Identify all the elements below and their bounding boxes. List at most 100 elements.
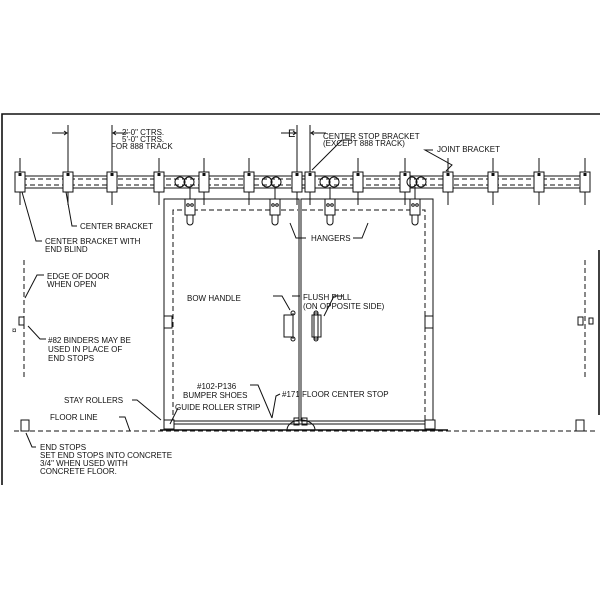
track-bracket — [533, 171, 545, 193]
joint-bracket-label: JOINT BRACKET — [437, 145, 500, 154]
binders-label-3: END STOPS — [48, 354, 94, 363]
track-bracket — [442, 171, 454, 193]
hanger-bolt — [271, 203, 275, 207]
binder-symbol-left: ¤ — [12, 326, 17, 335]
bow-handle — [283, 310, 296, 342]
hanger-bolt — [275, 203, 279, 207]
spacing-label-3: FOR 888 TRACK — [111, 142, 173, 151]
track-bracket — [153, 171, 165, 193]
end-stop-right — [575, 419, 585, 432]
center-stop-label-1: CENTER STOP BRACKET — [323, 132, 420, 141]
bracket-bolt — [66, 173, 70, 176]
flush-pull-label-2: (ON OPPOSITE SIDE) — [303, 302, 385, 311]
hanger-bolt — [190, 203, 194, 207]
hanger-bolt — [411, 203, 415, 207]
bracket-bolt — [583, 173, 587, 176]
bracket-bolt — [446, 173, 450, 176]
bracket-bolt — [491, 173, 495, 176]
bracket-bolt — [403, 173, 407, 176]
door-right — [300, 198, 434, 422]
door-left — [163, 198, 300, 422]
stay-roller-left — [163, 419, 175, 430]
end-stops-label-1: END STOPS — [40, 443, 86, 452]
door-binder-right — [424, 315, 434, 329]
bumper-label-2: BUMPER SHOES — [183, 391, 247, 400]
binders-label-2: USED IN PLACE OF — [48, 345, 122, 354]
track-bracket — [487, 171, 499, 193]
hangers — [184, 187, 421, 226]
binder-left — [18, 316, 25, 326]
track-bracket — [198, 171, 210, 193]
bracket-bolt — [18, 173, 22, 176]
roller-wheel — [261, 176, 273, 188]
hanger-plate — [409, 198, 421, 216]
track-bracket — [243, 171, 255, 193]
track-bracket — [579, 171, 591, 193]
hanger-tab — [411, 215, 419, 226]
bracket-bolt — [537, 173, 541, 176]
track-bracket — [14, 171, 26, 193]
binder-symbol-right — [588, 317, 594, 325]
bracket-bolt — [295, 173, 299, 176]
drawing-frame — [1, 113, 600, 485]
hanger-tab — [186, 215, 194, 226]
dimension-lines — [52, 125, 326, 170]
bracket-bolt — [247, 173, 251, 176]
track-bracket — [62, 171, 74, 193]
hanger-rollers — [174, 176, 427, 188]
track-brackets — [14, 158, 591, 205]
hanger-plate — [324, 198, 336, 216]
floor-center-stop-label: #171 FLOOR CENTER STOP — [282, 390, 389, 399]
stay-rollers-label: STAY ROLLERS — [64, 396, 123, 405]
binder-right — [577, 316, 584, 326]
bracket-bolt — [308, 173, 312, 176]
guide-strip-label: GUIDE ROLLER STRIP — [175, 403, 260, 412]
center-stop-label-2: (EXCEPT 888 TRACK) — [323, 139, 405, 148]
end-stops-label-4: CONCRETE FLOOR. — [40, 467, 117, 476]
center-bracket-blind-label-1: CENTER BRACKET WITH — [45, 237, 141, 246]
flush-pull — [311, 310, 322, 342]
roller-wheel — [415, 176, 427, 188]
hanger-bolt — [330, 203, 334, 207]
track-bracket — [399, 171, 411, 193]
spacing-label-2: 5'-0" CTRS. — [122, 135, 164, 144]
bumper-shoe-right — [301, 417, 308, 426]
bracket-bolt — [356, 173, 360, 176]
end-stop-left — [20, 419, 30, 432]
roller-wheel — [183, 176, 195, 188]
flush-pull-label-1: FLUSH PULL — [303, 293, 352, 302]
leader-lines — [21, 139, 453, 448]
bumper-shoe-left — [293, 417, 300, 426]
overhead-track — [18, 175, 588, 189]
edge-door-label-1: EDGE OF DOOR — [47, 272, 109, 281]
hanger-plate — [269, 198, 281, 216]
bow-handle-label: BOW HANDLE — [187, 294, 241, 303]
roller-wheel — [270, 176, 282, 188]
hanger-bolt — [186, 203, 190, 207]
hanger-plate — [184, 198, 196, 216]
hanger-tab — [326, 215, 334, 226]
center-bracket-blind-label-2: END BLIND — [45, 245, 88, 254]
bracket-bolt — [110, 173, 114, 176]
edge-door-label-2: WHEN OPEN — [47, 280, 97, 289]
roller-wheel — [328, 176, 340, 188]
center-bracket-label: CENTER BRACKET — [80, 222, 153, 231]
roller-wheel — [406, 176, 418, 188]
hanger-bolt — [415, 203, 419, 207]
hangers-label: HANGERS — [311, 234, 351, 243]
door-binder-left — [163, 315, 173, 329]
hanger-tab — [271, 215, 279, 226]
floor-line-label: FLOOR LINE — [50, 413, 98, 422]
bumper-label-1: #102-P136 — [197, 382, 237, 391]
track-bracket — [291, 171, 303, 193]
roller-wheel — [174, 176, 186, 188]
track-bracket — [106, 171, 118, 193]
hanger-bolt — [326, 203, 330, 207]
binders-label-1: #82 BINDERS MAY BE — [48, 336, 131, 345]
dimension-e-label: E — [288, 128, 295, 140]
end-stops-label-3: 3/4" WHEN USED WITH — [40, 459, 128, 468]
roller-wheel — [319, 176, 331, 188]
end-stops-label-2: SET END STOPS INTO CONCRETE — [40, 451, 172, 460]
stay-roller-right — [424, 419, 436, 430]
